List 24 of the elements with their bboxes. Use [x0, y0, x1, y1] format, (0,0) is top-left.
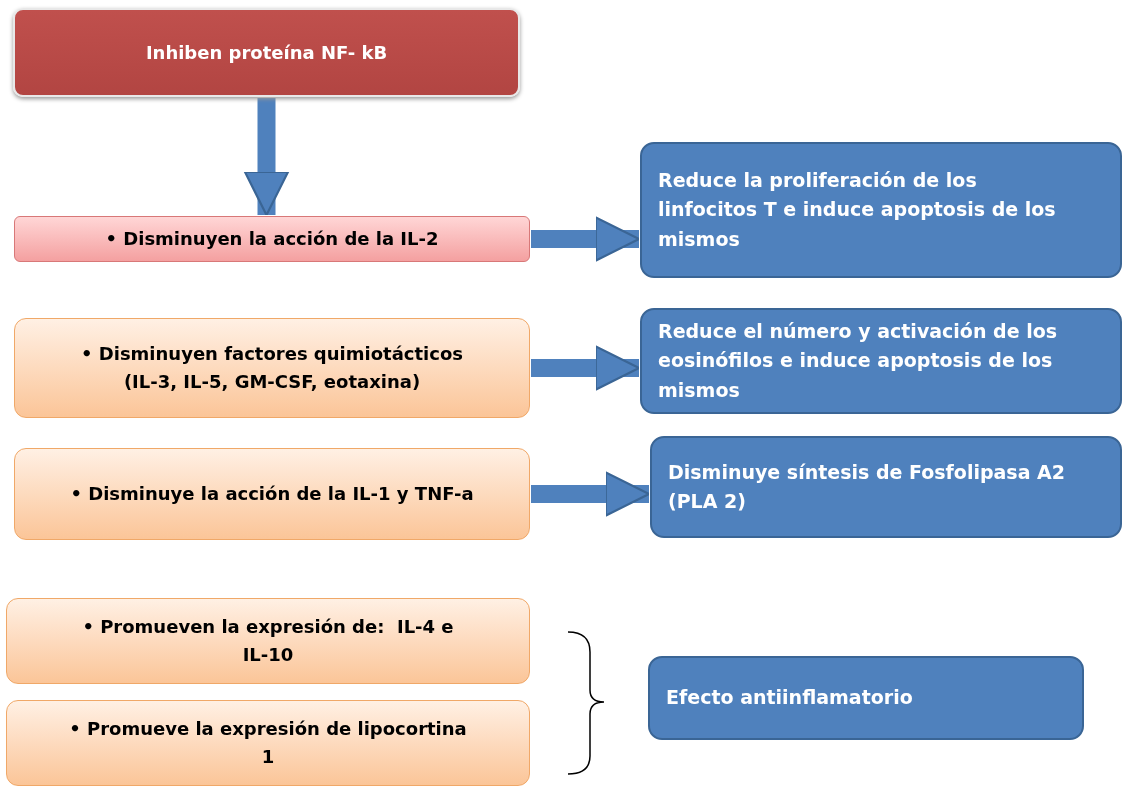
box-text: Reduce el número y activación de los eosinófilos e induce apoptosis de los mismos [658, 318, 1059, 403]
box-text: Reduce la proliferación de los linfocitos T e induce apoptosis de los mismos [658, 167, 1057, 252]
process-box [6, 700, 530, 786]
box-text: • Disminuyen la acción de la IL-2 [105, 227, 439, 252]
block-arrow [531, 345, 641, 391]
box-text: Disminuye síntesis de Fosfolipasa A2 (PLA 2) [668, 459, 1066, 514]
block-arrow [531, 471, 651, 517]
box-text: • Promueven la expresión de: IL-4 e IL-10 [81, 615, 455, 667]
process-box [6, 598, 530, 684]
box-text: • Disminuye la acción de la IL-1 y TNF-a [70, 482, 474, 507]
process-box [14, 448, 530, 540]
result-box [640, 308, 1122, 414]
result-box [648, 656, 1084, 740]
process-box [13, 8, 520, 97]
process-box [14, 216, 530, 262]
process-box [14, 318, 530, 418]
box-text: • Promueve la expresión de lipocortina 1 [68, 717, 468, 769]
block-arrow [531, 216, 641, 262]
result-box [650, 436, 1122, 538]
box-text: Efecto antiinflamatorio [666, 685, 913, 711]
box-text: • Disminuyen factores quimiotácticos (IL-3, IL-5, GM-CSF, eotaxina) [80, 342, 464, 394]
result-box [640, 142, 1122, 278]
block-arrow [243, 98, 290, 217]
box-text: Inhiben proteína NF- kB [145, 40, 388, 65]
